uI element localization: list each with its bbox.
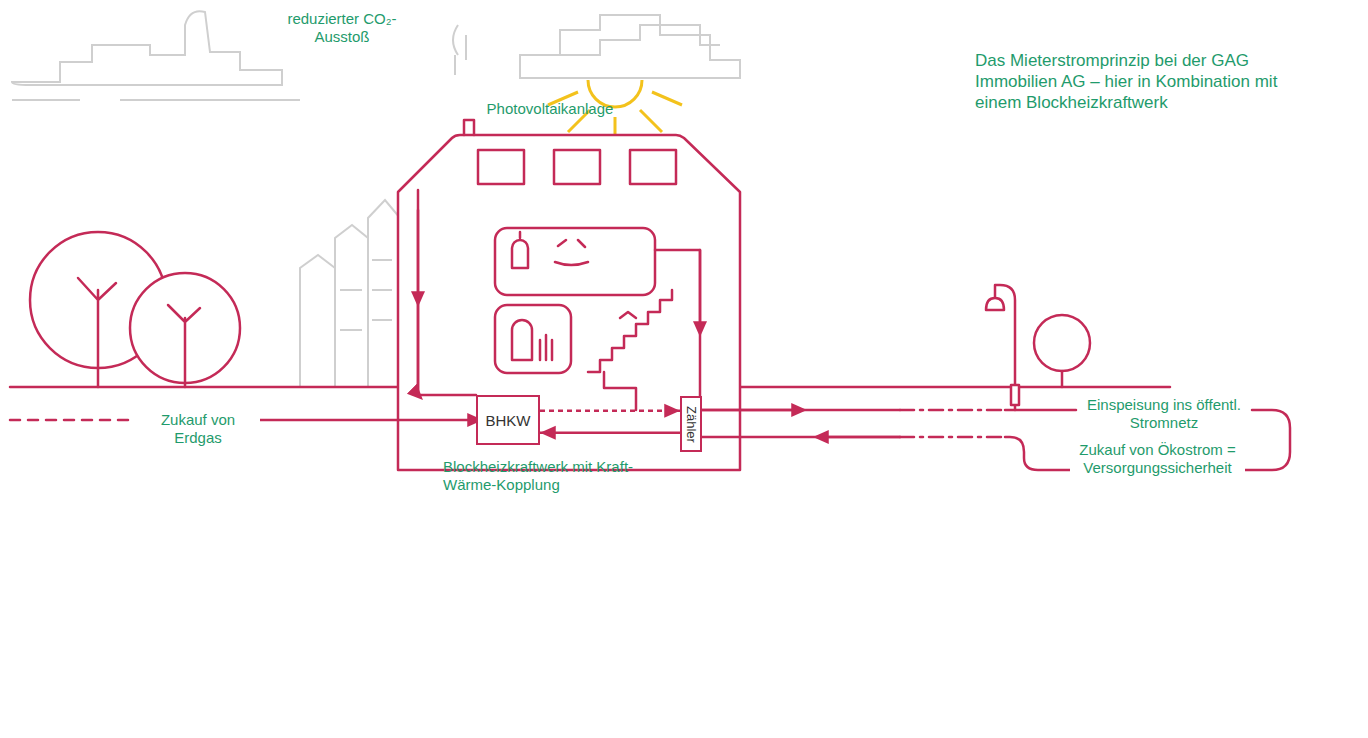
annotation-label: Zukauf von Ökostrom = Versorgungssicherh… xyxy=(1070,441,1245,477)
annotation-label: Einspeisung ins öffentl. Stromnetz xyxy=(1078,396,1250,432)
annotation-label: Zukauf von Erdgas xyxy=(136,411,260,447)
meter-box: Zähler xyxy=(680,396,702,452)
annotation-label: Blockheizkraftwerk mit Kraft-Wärme-Koppl… xyxy=(443,458,643,494)
node-label: BHKW xyxy=(486,412,531,429)
annotation-label: Photovoltaikanlage xyxy=(470,100,630,118)
energy-flow-line xyxy=(540,432,680,435)
energy-flow-line xyxy=(540,409,680,412)
caption-text: Das Mieterstromprinzip bei der GAG Immob… xyxy=(975,50,1315,113)
chp-box: BHKW xyxy=(476,395,540,445)
annotation-label: reduzierter CO₂-Ausstoß xyxy=(272,10,412,46)
node-label: Zähler xyxy=(683,406,698,443)
